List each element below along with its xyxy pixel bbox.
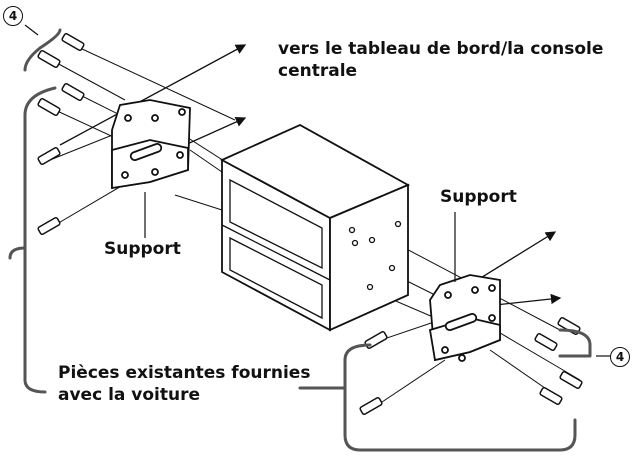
- head-unit-box: [219, 123, 411, 332]
- screws-right: [359, 317, 583, 415]
- left-bracket: [111, 99, 191, 190]
- screw: [37, 217, 61, 235]
- callout-number-top-left: 4: [3, 6, 23, 26]
- bracket-existing-connector: [8, 246, 27, 260]
- bracket-top-left: [23, 28, 62, 72]
- screw: [559, 371, 583, 389]
- support-right-label: Support: [440, 187, 517, 207]
- bracket-right-group: [343, 343, 577, 452]
- console-direction-label: vers le tableau de bord/la console centr…: [278, 39, 604, 82]
- head-unit-detail: [221, 178, 402, 320]
- screw: [61, 33, 85, 51]
- bracket-bottom-right: [558, 328, 592, 358]
- arrow-right-mid: [494, 293, 562, 306]
- arrow-left-long: [59, 44, 247, 146]
- screw: [37, 98, 61, 116]
- screw: [359, 397, 383, 415]
- group-brackets: [8, 28, 592, 452]
- screw: [37, 50, 61, 68]
- screws-left: [37, 33, 85, 235]
- arrow-left-mid: [184, 116, 247, 146]
- leader-lines: [24, 24, 610, 357]
- screw: [539, 387, 563, 405]
- support-left-label: Support: [104, 239, 181, 259]
- bracket-left-group: [23, 86, 57, 394]
- screw: [534, 333, 558, 351]
- screw: [61, 83, 85, 101]
- screw: [37, 147, 61, 165]
- existing-parts-label: Pièces existantes fournies avec la voitu…: [58, 363, 311, 406]
- callout-number-bottom-right: 4: [610, 347, 630, 367]
- right-bracket: [428, 274, 501, 362]
